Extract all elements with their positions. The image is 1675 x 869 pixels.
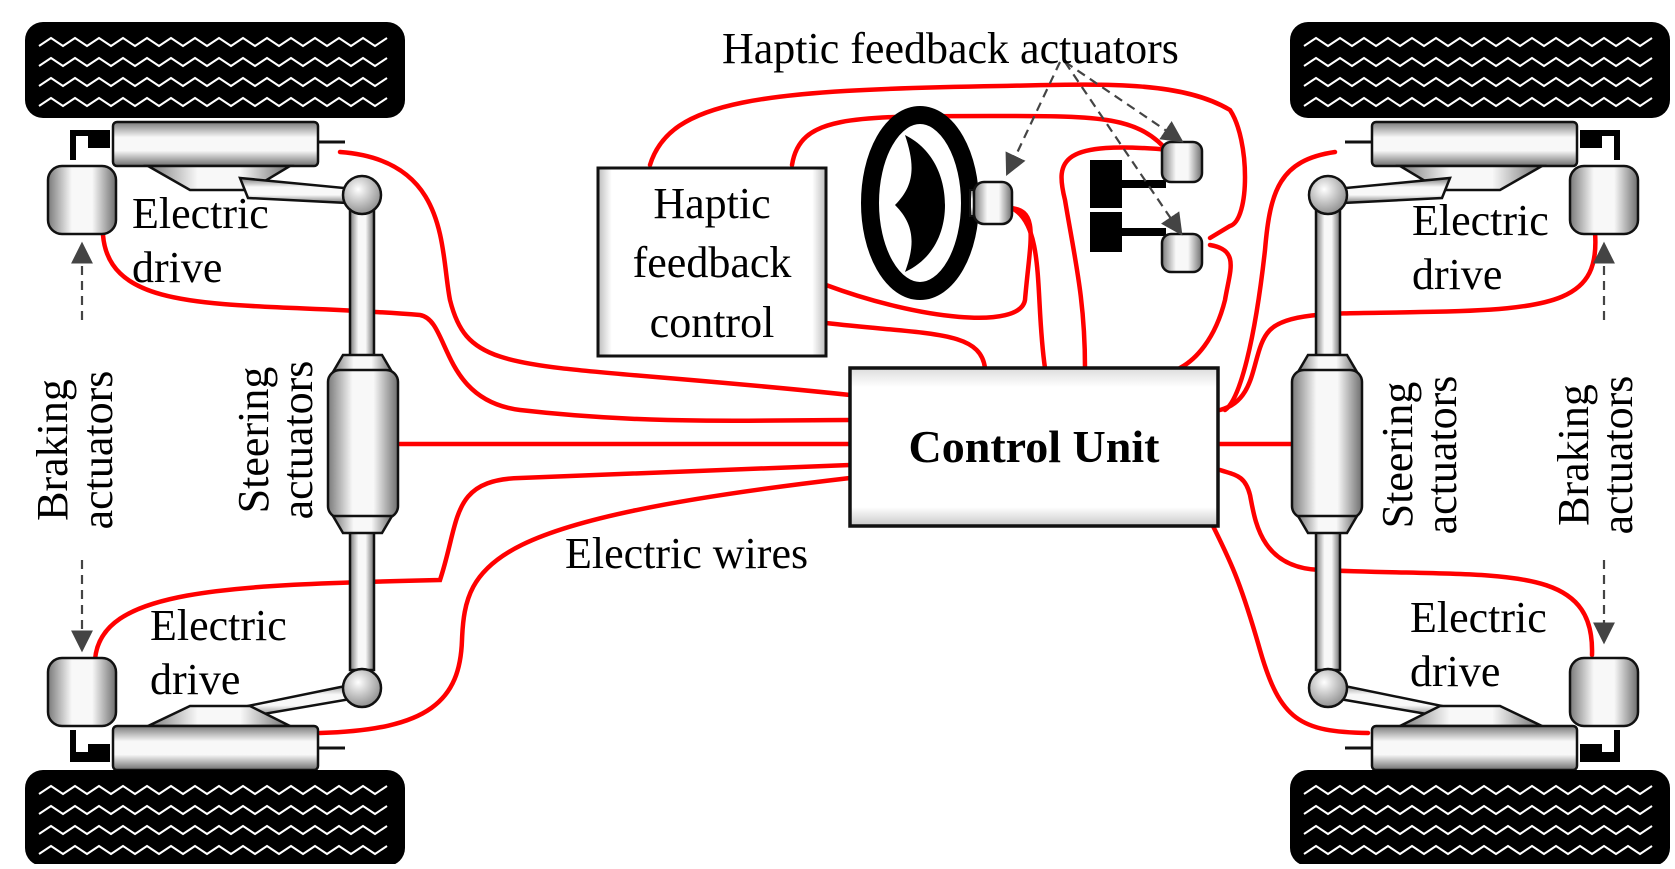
actuator-icon <box>1568 164 1640 236</box>
ball-joint-icon <box>1307 174 1349 216</box>
tire-icon <box>1289 769 1671 867</box>
brake-bracket <box>70 130 110 160</box>
wire-right-upper-hub <box>1222 149 1338 413</box>
right-lower-electric-label: Electric <box>1410 593 1547 642</box>
ball-joint-icon <box>341 174 383 216</box>
brake-bracket <box>70 730 110 762</box>
left-rear-wheel <box>24 704 406 867</box>
left-steering-label: Steering <box>229 367 278 514</box>
wire-left-upper-brake <box>100 232 853 424</box>
right-front-wheel <box>1289 21 1671 192</box>
wire-haptic-control-cu <box>823 320 988 371</box>
wire-left-lower-brake <box>92 462 853 663</box>
actuator-icon <box>46 656 118 728</box>
right-steering-actuators-label: actuators <box>1417 376 1466 535</box>
haptic-control-box: Haptic feedback control <box>596 166 828 358</box>
wire-haptic-control-wheel <box>823 205 1033 320</box>
electric-wires-label: Electric wires <box>565 529 808 578</box>
haptic-control-label-2: feedback <box>633 238 792 287</box>
right-upper-brake-actuator <box>1568 164 1640 236</box>
right-upper-drive-label: drive <box>1412 250 1502 299</box>
actuator-icon <box>326 368 400 520</box>
right-lower-brake-actuator <box>1568 656 1640 728</box>
wire-left-lower-hub <box>317 475 853 736</box>
left-lower-drive-label: drive <box>150 655 240 704</box>
right-steering-label: Steering <box>1373 382 1422 529</box>
wire-pedal-upper-cu <box>1059 145 1173 371</box>
wire-haptic-loop-outer <box>647 82 1248 241</box>
left-upper-electric-label: Electric <box>132 189 269 238</box>
pedal-icon <box>1090 140 1204 274</box>
left-lower-brake-actuator <box>46 656 118 728</box>
control-unit-box: Control Unit <box>848 366 1220 528</box>
right-braking-actuators-label: actuators <box>1593 376 1642 535</box>
right-upper-electric-label: Electric <box>1412 196 1549 245</box>
left-steering-actuator <box>326 353 400 535</box>
left-steering-actuators-label: actuators <box>273 361 322 520</box>
haptic-arrows <box>1005 61 1184 236</box>
wire-right-upper-brake <box>1217 229 1598 413</box>
ball-joint-icon <box>341 667 383 709</box>
wire-left-upper-hub <box>337 149 853 398</box>
haptic-actuators-label: Haptic feedback actuators <box>722 24 1179 73</box>
hub-icon <box>1370 724 1579 772</box>
control-unit-label: Control Unit <box>909 421 1161 472</box>
right-rear-wheel <box>1289 704 1671 867</box>
electric-wires <box>92 82 1598 736</box>
hub-icon <box>111 724 320 772</box>
left-upper-drive-label: drive <box>132 243 222 292</box>
tire-icon <box>1289 21 1671 119</box>
right-lower-drive-label: drive <box>1410 647 1500 696</box>
hub-icon <box>111 120 320 168</box>
brake-bracket <box>1580 130 1620 160</box>
actuator-icon <box>1568 656 1640 728</box>
right-steering-actuator <box>1290 353 1364 535</box>
actuator-icon <box>1290 368 1364 520</box>
left-lower-electric-label: Electric <box>150 601 287 650</box>
left-braking-actuators-label: actuators <box>73 371 122 530</box>
wire-haptic-loop-inner <box>789 113 1173 168</box>
tire-icon <box>24 21 406 119</box>
steering-wheel-icon <box>861 106 1014 300</box>
left-braking-label: Braking <box>28 379 77 521</box>
actuator-icon <box>46 164 118 236</box>
braking-arrows <box>71 241 1615 653</box>
left-upper-brake-actuator <box>46 164 118 236</box>
wire-pedal-lower-cu <box>1177 242 1233 371</box>
brake-bracket <box>1580 730 1620 762</box>
actuator-icon <box>972 180 1014 226</box>
haptic-control-label-3: control <box>650 298 775 347</box>
actuator-icon <box>1160 140 1204 184</box>
tire-icon <box>24 769 406 867</box>
wire-right-lower-hub <box>1207 517 1371 736</box>
right-braking-label: Braking <box>1549 384 1598 526</box>
wire-wheel-actuator-cu <box>1012 207 1048 371</box>
hub-icon <box>1370 120 1579 168</box>
actuator-icon <box>1160 232 1204 274</box>
haptic-control-label-1: Haptic <box>653 179 770 228</box>
ball-joint-icon <box>1307 667 1349 709</box>
